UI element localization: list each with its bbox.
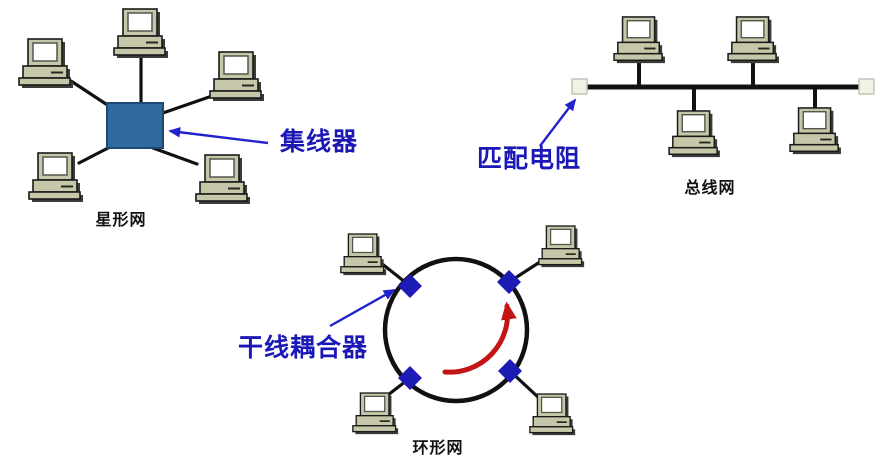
resistor-label: 匹配电阻: [477, 144, 581, 173]
trunk-coupler-node: [398, 366, 422, 390]
ring-network-group: 干线耦合器 环形网: [238, 225, 585, 457]
ring-caption: 环形网: [412, 438, 463, 457]
bus-caption: 总线网: [684, 178, 735, 197]
computer-icon: [668, 110, 721, 159]
cable: [69, 79, 114, 110]
star-caption: 星形网: [95, 210, 146, 229]
hub-node: [106, 102, 164, 149]
coupler-label: 干线耦合器: [238, 333, 368, 362]
trunk-coupler-node: [398, 274, 422, 298]
computer-icon: [529, 393, 576, 436]
cable: [151, 146, 199, 166]
computer-icon: [113, 8, 169, 59]
trunk-coupler-node: [498, 359, 522, 383]
bus-network-group: 匹配电阻 总线网: [477, 16, 875, 197]
terminating-resistor-node: [858, 78, 875, 95]
computer-icon: [209, 51, 265, 102]
ring-direction-arrow: [442, 301, 517, 375]
computer-icon: [352, 392, 399, 435]
star-network-group: 集线器 星形网: [18, 8, 358, 229]
computer-icon: [727, 16, 780, 65]
cable: [158, 94, 214, 116]
computer-icon: [195, 154, 251, 205]
resistor-pointer-arrow: [539, 98, 577, 147]
computer-icon: [789, 107, 842, 156]
cable: [77, 145, 112, 165]
ring-cable: [382, 256, 530, 404]
hub-label: 集线器: [279, 127, 358, 156]
coupler-pointer-arrow: [329, 288, 396, 328]
computer-icon: [538, 225, 585, 268]
computer-icon: [18, 38, 74, 89]
computer-icon: [340, 233, 387, 276]
trunk-coupler-node: [497, 270, 521, 294]
terminating-resistor-node: [571, 78, 588, 95]
hub-pointer-arrow: [168, 126, 269, 145]
computer-icon: [28, 152, 84, 203]
computer-icon: [613, 16, 666, 65]
